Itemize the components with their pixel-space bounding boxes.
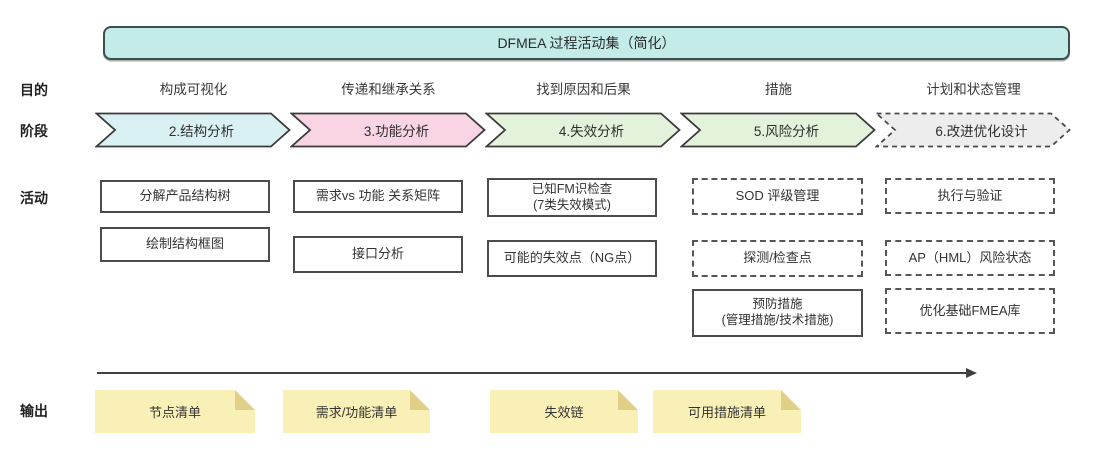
activity-label: 已知FM识检查 — [531, 181, 613, 196]
stage-chevron-function-analysis: 3.功能分析 — [290, 112, 487, 148]
activity-label: 需求vs 功能 关系矩阵 — [315, 188, 441, 204]
chevron-arrow-icon — [290, 112, 486, 148]
activity-label: 绘制结构框图 — [145, 236, 224, 252]
row-label-purpose: 目的 — [20, 82, 48, 98]
chevron-arrow-icon — [95, 112, 291, 148]
activity-label: 探测/检查点 — [743, 250, 812, 266]
activity-label: 优化基础FMEA库 — [919, 302, 1021, 318]
stage-chevron-structure-analysis: 2.结构分析 — [95, 112, 292, 148]
activity-label-line2: (7类失效模式) — [533, 197, 611, 212]
activity-sod-rating-management: SOD 评级管理 — [692, 178, 863, 215]
stage-chevron-improvement-design: 6.改进优化设计 — [875, 112, 1072, 148]
activity-label: 可能的失效点（NG点） — [503, 250, 641, 266]
activity-known-fm-check: 已知FM识检查 (7类失效模式) — [487, 178, 657, 217]
activity-label: SOD 评级管理 — [735, 188, 820, 204]
activity-label: 预防措施 — [752, 297, 803, 312]
activity-structure-block-diagram: 绘制结构框图 — [100, 227, 270, 262]
row-label-stage: 阶段 — [20, 123, 48, 139]
output-label: 失效链 — [544, 405, 584, 420]
stage-label: 6.改进优化设计 — [935, 124, 1028, 139]
activity-label-line2: (管理措施/技术措施) — [721, 313, 834, 327]
chevron-arrow-icon — [485, 112, 681, 148]
purpose-plan-status: 计划和状态管理 — [926, 82, 1021, 97]
stage-label: 2.结构分析 — [168, 124, 235, 139]
stage-chevron-failure-analysis: 4.失效分析 — [485, 112, 682, 148]
purpose-transfer-inheritance: 传递和继承关系 — [341, 82, 436, 97]
row-label-activity: 活动 — [20, 190, 48, 206]
output-label: 节点清单 — [148, 405, 201, 420]
chevron-arrow-icon — [680, 112, 876, 148]
banner: DFMEA 过程活动集（简化） — [103, 26, 1070, 60]
activity-prevention-measures: 预防措施 (管理措施/技术措施) — [692, 289, 863, 337]
output-note-requirement-function-list: 需求/功能清单 — [283, 390, 430, 433]
activity-label: 接口分析 — [351, 246, 404, 262]
activity-label: 执行与验证 — [937, 187, 1003, 203]
output-note-available-measures-list: 可用措施清单 — [653, 390, 801, 433]
output-note-node-list: 节点清单 — [95, 390, 255, 433]
purpose-cause-effect: 找到原因和后果 — [536, 82, 631, 97]
activity-execution-verification: 执行与验证 — [885, 178, 1055, 214]
timeline-arrow — [97, 368, 977, 378]
activity-label: AP（HML）风险状态 — [908, 249, 1032, 265]
output-note-failure-chain: 失效链 — [490, 390, 638, 433]
activity-ap-risk-status: AP（HML）风险状态 — [885, 240, 1055, 276]
activity-label: 分解产品结构树 — [139, 188, 231, 204]
purpose-measures: 措施 — [765, 82, 792, 97]
stage-label: 4.失效分析 — [558, 124, 625, 139]
stage-label: 5.风险分析 — [753, 124, 820, 139]
output-label: 可用措施清单 — [687, 405, 766, 420]
row-label-output: 输出 — [20, 403, 48, 419]
activity-detection-checkpoints: 探测/检查点 — [692, 240, 863, 277]
output-label: 需求/功能清单 — [315, 405, 398, 420]
banner-title: DFMEA 过程活动集（简化） — [497, 35, 676, 51]
activity-optimize-fmea-base: 优化基础FMEA库 — [885, 288, 1055, 334]
chevron-arrow-icon — [875, 112, 1071, 148]
activity-requirement-function-matrix: 需求vs 功能 关系矩阵 — [293, 180, 463, 213]
activity-product-structure-tree: 分解产品结构树 — [100, 180, 270, 213]
purpose-structure-visualization: 构成可视化 — [159, 82, 228, 97]
stage-label: 3.功能分析 — [363, 124, 430, 139]
activity-interface-analysis: 接口分析 — [293, 236, 463, 273]
activity-possible-failure-points: 可能的失效点（NG点） — [487, 240, 657, 277]
stage-chevron-risk-analysis: 5.风险分析 — [680, 112, 877, 148]
